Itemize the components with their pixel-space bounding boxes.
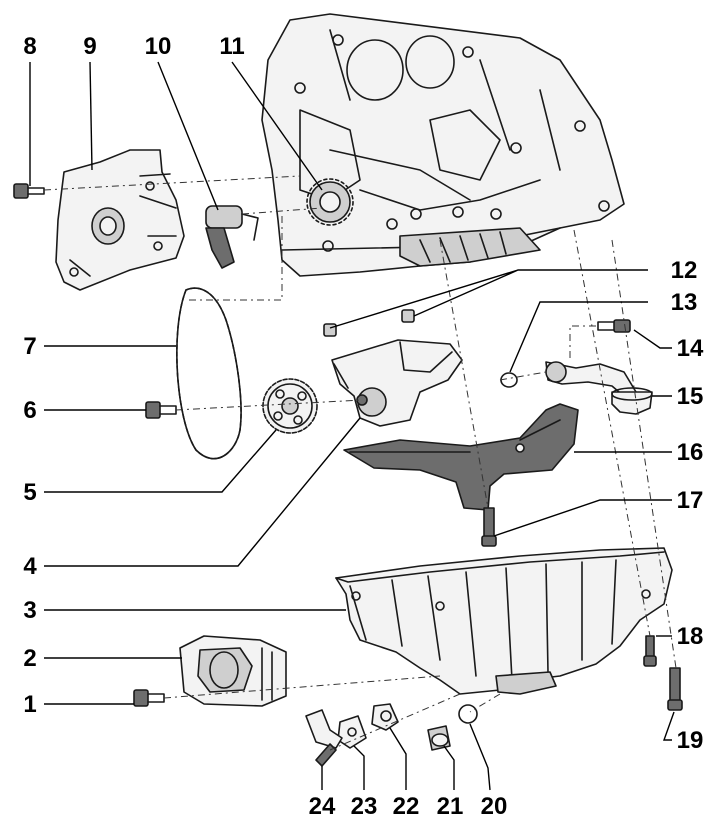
bolt-17 (481, 507, 497, 547)
flange-23 (337, 715, 367, 749)
callout-16: 16 (677, 439, 704, 466)
bolt-19 (667, 667, 683, 711)
bolt-8 (13, 183, 45, 199)
callout-4: 4 (23, 553, 37, 580)
callout-8: 8 (23, 33, 36, 60)
bolt-24 (315, 743, 337, 767)
bolt-6 (145, 401, 177, 419)
oil-sump (335, 547, 673, 695)
engine-block (261, 13, 625, 277)
callout-7: 7 (23, 333, 36, 360)
callout-22: 22 (393, 793, 420, 820)
leader-lines (29, 61, 675, 791)
oil-pump (331, 339, 463, 427)
callout-2: 2 (23, 645, 36, 672)
oil-filter-housing (179, 635, 287, 707)
crankshaft-sprocket (306, 178, 354, 226)
callout-3: 3 (23, 597, 36, 624)
callout-15: 15 (677, 383, 704, 410)
dowel-sleeves (323, 309, 415, 337)
bolt-1 (133, 689, 165, 707)
callout-20: 20 (481, 793, 508, 820)
oil-pickup-tube (545, 361, 653, 415)
bolt-14 (597, 319, 631, 333)
gasket-22 (371, 703, 399, 731)
pipe-elbow (305, 709, 343, 749)
callout-21: 21 (437, 793, 464, 820)
drain-plug-21 (427, 725, 451, 751)
baffle-plate (343, 403, 579, 511)
callout-17: 17 (677, 487, 704, 514)
bolt-18 (643, 635, 657, 667)
assembly-lines (43, 175, 677, 751)
callout-24: 24 (309, 793, 336, 820)
callout-19: 19 (677, 727, 704, 754)
washer-20 (458, 704, 478, 724)
callout-13: 13 (671, 289, 698, 316)
callout-23: 23 (351, 793, 378, 820)
callout-11: 11 (219, 33, 244, 60)
callout-labels: 8 9 10 11 12 13 14 15 16 17 18 19 7 6 5 … (23, 33, 704, 820)
callout-5: 5 (23, 479, 36, 506)
callout-1: 1 (23, 691, 36, 718)
callout-9: 9 (83, 33, 96, 60)
o-ring-13 (500, 372, 518, 388)
timing-chain (176, 287, 242, 460)
callout-14: 14 (677, 335, 704, 362)
callout-18: 18 (677, 623, 704, 650)
callout-10: 10 (145, 33, 172, 60)
callout-12: 12 (671, 257, 698, 284)
oil-pump-sprocket (262, 378, 318, 434)
chain-tensioner (205, 205, 259, 269)
callout-6: 6 (23, 397, 36, 424)
front-cover (55, 149, 185, 291)
